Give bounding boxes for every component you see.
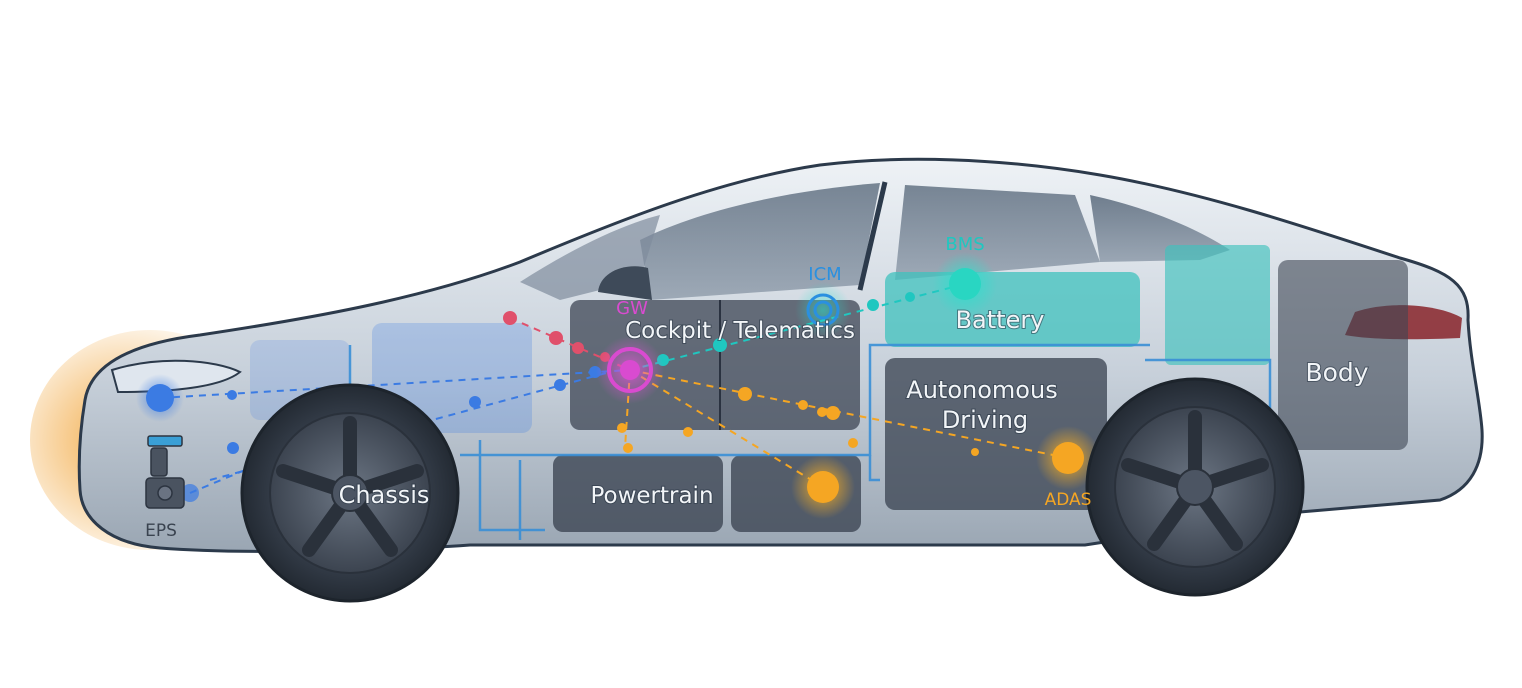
steering-motor-icon [145, 435, 185, 509]
autonomous-label-line1: Autonomous [906, 376, 1057, 404]
body-zone-panel [1278, 260, 1408, 450]
cockpit-label: Cockpit / Telematics [625, 318, 855, 344]
autonomous-label-line2: Driving [942, 406, 1028, 434]
rear-wheel [1085, 377, 1305, 597]
adas-label: ADAS [1045, 490, 1092, 510]
b-pillar [857, 181, 888, 291]
powertrain-zone-panel [553, 455, 723, 532]
adas-node [1036, 426, 1100, 490]
front-door-window [640, 183, 880, 300]
icm-node [795, 282, 851, 338]
powertrain-node [791, 455, 855, 519]
eps-label: EPS [145, 521, 177, 541]
rear-seat-panel [1165, 245, 1270, 365]
eps-node [136, 374, 199, 502]
front-wheel [240, 383, 460, 603]
gw-node [596, 336, 664, 404]
side-mirror [598, 266, 652, 300]
battery-label: Battery [956, 306, 1045, 334]
bms-label: BMS [945, 234, 984, 255]
gw-label: GW [616, 298, 648, 319]
icm-label: ICM [808, 264, 841, 285]
powertrain-label: Powertrain [590, 483, 713, 509]
chassis-label: Chassis [339, 481, 430, 509]
bms-node [933, 252, 997, 316]
rear-door-window [895, 185, 1100, 280]
body-label: Body [1305, 358, 1368, 387]
